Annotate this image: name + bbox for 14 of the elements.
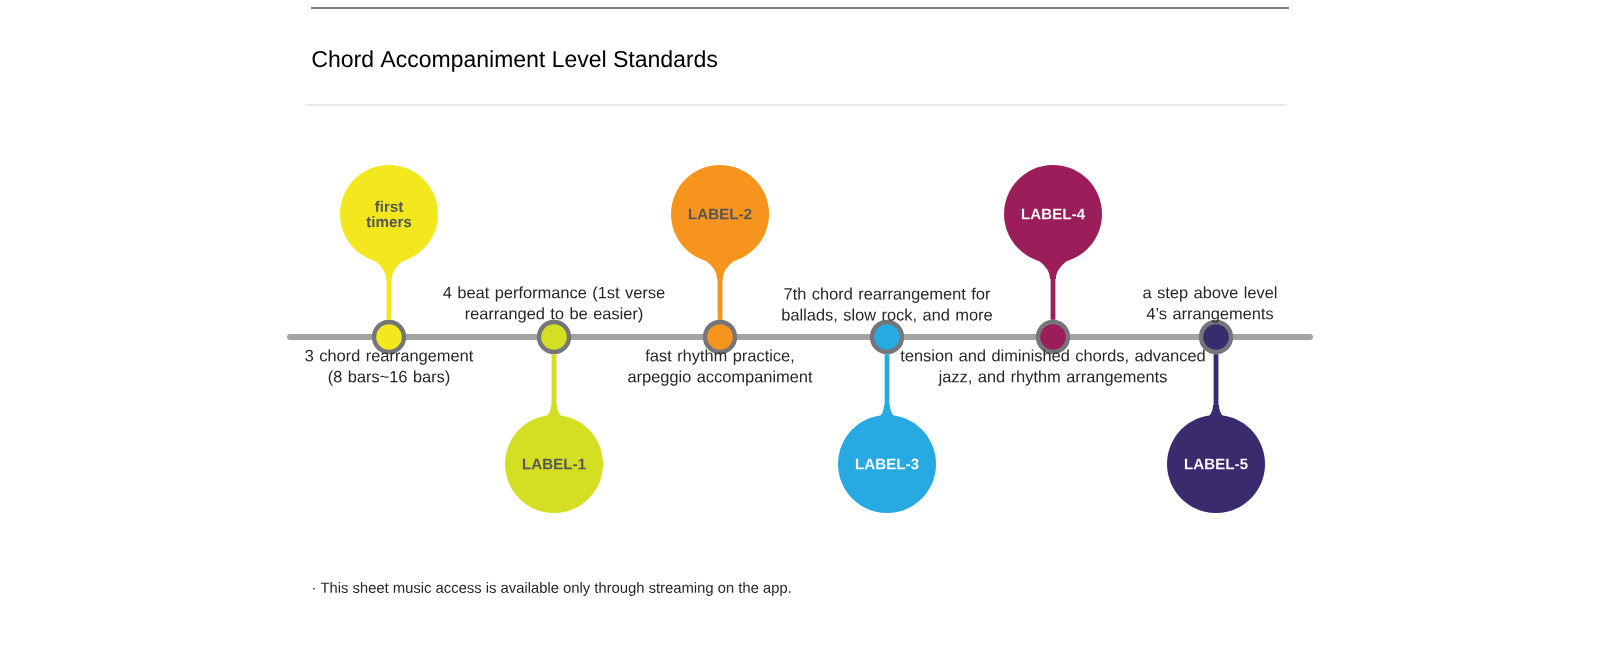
pin-stem bbox=[551, 354, 557, 415]
pin-stem bbox=[1050, 263, 1056, 320]
level-description: 3 chord rearrangement (8 bars~16 bars) bbox=[305, 349, 474, 386]
level-description: 7th chord rearrangement for ballads, slow rock, and more bbox=[782, 287, 992, 323]
pin-stem bbox=[1213, 354, 1219, 415]
level-description: tension and diminished chords, advanced jazz, and rhythm arrangements bbox=[900, 349, 1205, 386]
pin-stem bbox=[386, 263, 392, 320]
footnote: · This sheet music access is available only through streaming on the app. bbox=[313, 582, 791, 596]
level-description: 4 beat performance (1st verse rearranged to be easier) bbox=[443, 286, 665, 323]
level-description: fast rhythm practice, arpeggio accompaniment bbox=[628, 349, 813, 386]
level-description: a step above level 4’s arrangements bbox=[1143, 286, 1277, 323]
pin-stem bbox=[884, 354, 890, 415]
title: Chord Accompaniment Level Standards bbox=[312, 50, 718, 72]
pin-stem bbox=[717, 263, 723, 320]
